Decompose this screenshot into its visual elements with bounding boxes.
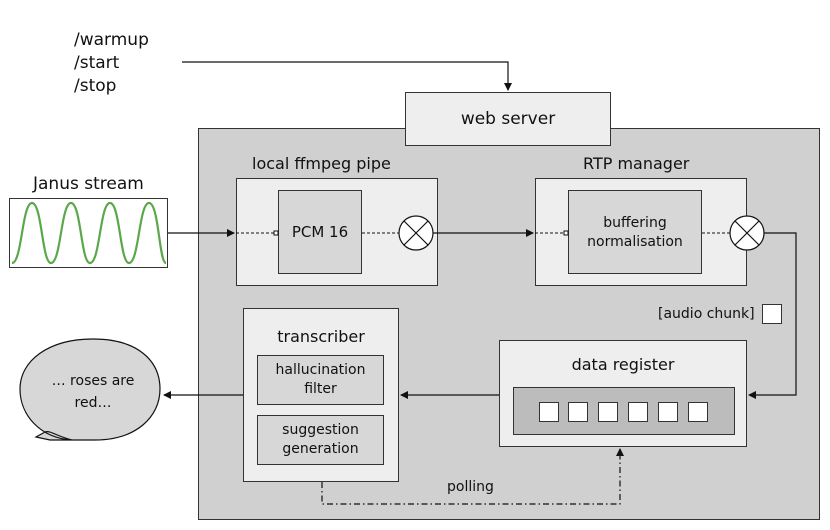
commands-to-webserver-arrow: [182, 61, 512, 91]
data-register-title: data register: [571, 355, 675, 374]
pcm16-box: PCM 16: [278, 190, 362, 274]
register-slot: [628, 402, 648, 422]
audio-chunk-label: [audio chunk]: [658, 306, 755, 322]
register-slot: [568, 402, 588, 422]
suggestion-label: suggestion: [282, 422, 359, 438]
janus-stream-label: Janus stream: [33, 174, 144, 194]
buffering-box: buffering normalisation: [568, 190, 702, 274]
bubble-text-line1: … roses are: [51, 373, 135, 389]
register-slot: [598, 402, 618, 422]
register-slot: [658, 402, 678, 422]
register-slot: [539, 402, 559, 422]
speech-bubble-icon: [19, 338, 161, 441]
filter-label: filter: [304, 381, 337, 397]
web-server-label: web server: [460, 109, 556, 129]
command-start: /start: [74, 53, 120, 73]
transcriber-title: transcriber: [277, 327, 365, 346]
generation-label: generation: [282, 441, 359, 457]
normalisation-label: normalisation: [587, 234, 683, 250]
command-warmup: /warmup: [74, 30, 149, 50]
pcm16-label: PCM 16: [291, 223, 349, 241]
rtp-mixer-icon: [729, 215, 765, 251]
hallucination-filter-box: hallucination filter: [257, 355, 384, 405]
suggestion-generation-box: suggestion generation: [257, 415, 384, 465]
waveform-icon: [11, 201, 168, 265]
api-commands: /warmup /start /stop: [74, 29, 149, 98]
hallucination-label: hallucination: [275, 362, 366, 378]
ffmpeg-mixer-icon: [398, 215, 434, 251]
web-server-box: web server: [405, 92, 611, 146]
rtp-title: RTP manager: [583, 154, 690, 173]
rtp-to-register-arrow: [748, 232, 797, 399]
janus-stream-waveform: [9, 198, 168, 268]
command-stop: /stop: [74, 76, 117, 96]
polling-arrow: [321, 448, 624, 505]
audio-chunk-icon: [762, 304, 782, 324]
bubble-text-line2: red…: [74, 395, 112, 411]
polling-label: polling: [447, 479, 494, 495]
buffering-label: buffering: [603, 215, 667, 231]
register-slot: [688, 402, 708, 422]
ffmpeg-title: local ffmpeg pipe: [252, 154, 391, 173]
